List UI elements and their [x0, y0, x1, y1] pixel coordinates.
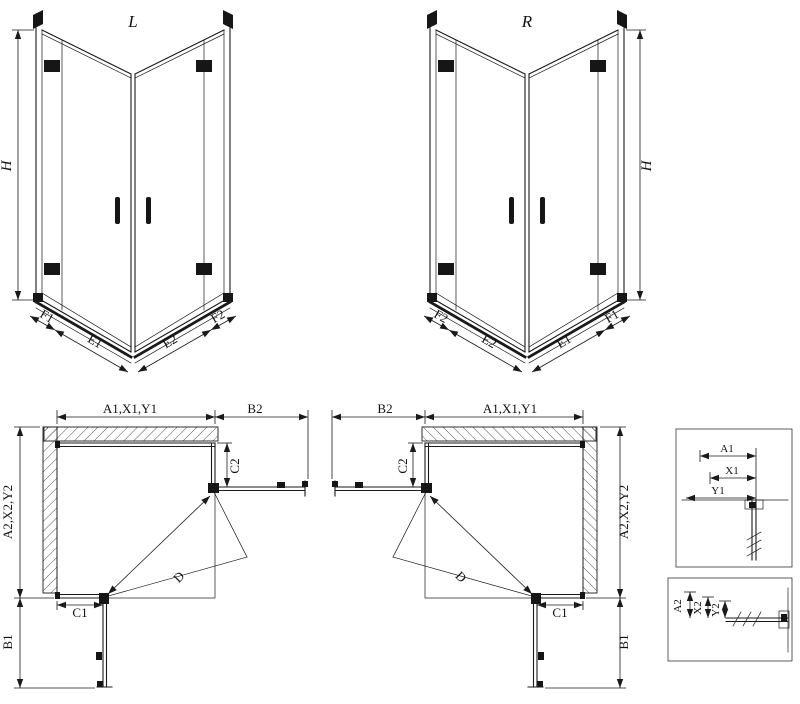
dim-label-h: H: [0, 159, 15, 172]
profile-bracket-icon: [744, 499, 764, 510]
dim-label-a2x2y2: A2,X2,Y2: [616, 485, 631, 539]
iso-enclosure-art-left: [30, 10, 236, 372]
profile-bracket-icon: [778, 610, 790, 629]
detail-dimension-lines: [684, 591, 731, 618]
detail-box-border: [675, 428, 793, 568]
wall-profile-section: [725, 587, 790, 653]
plan-view-right: B2 A1,X1,Y1 A2,X2,Y2 B1 C1 C2 D: [332, 401, 631, 688]
detail-view-bottom-profile: A2 X2 Y2: [667, 577, 793, 662]
dim-label-b1: B1: [0, 634, 15, 649]
iso-enclosure-art-right: [424, 10, 630, 372]
dim-label-b1: B1: [616, 634, 631, 649]
dim-label-c1: C1: [72, 605, 87, 620]
iso-view-right: R H F2 E2 E1 F1: [424, 10, 655, 372]
dim-label-f2: F2: [208, 306, 227, 326]
dim-label-a2x2y2: A2,X2,Y2: [0, 485, 15, 539]
profile-bracket-icon: [781, 614, 787, 621]
detail-dimension-lines: [686, 448, 757, 502]
dim-label-a1x1y1: A1,X1,Y1: [103, 401, 157, 416]
dim-label-b2: B2: [377, 401, 392, 416]
dim-label-e1: E1: [85, 331, 105, 351]
dim-label-c1: C1: [552, 605, 567, 620]
dim-label-d: D: [453, 568, 470, 585]
plan-art-left: [14, 410, 308, 688]
detail-box-border: [667, 577, 793, 662]
dim-label-a1x1y1: A1,X1,Y1: [483, 401, 537, 416]
plan-art-right: [332, 410, 626, 688]
wall-profile-section: [681, 499, 789, 561]
dim-label-x2: X2: [692, 601, 704, 614]
profile-bracket-icon: [749, 502, 756, 508]
view-label-l: L: [127, 12, 137, 31]
dim-label-x1: X1: [725, 465, 738, 477]
dim-label-f1: F1: [602, 306, 621, 326]
dim-label-e2: E2: [160, 331, 180, 351]
dim-label-b2: B2: [247, 401, 262, 416]
dim-label-a2: A2: [672, 599, 684, 612]
dim-label-d: D: [170, 568, 187, 585]
dim-label-y1: Y1: [711, 485, 724, 497]
dim-label-e1: E1: [554, 331, 574, 351]
dim-label-f1: F1: [38, 306, 57, 326]
dim-label-y2: Y2: [710, 603, 722, 616]
dim-label-h: H: [639, 159, 655, 172]
detail-view-top-profile: A1 X1 Y1: [675, 428, 793, 568]
dim-label-f2: F2: [432, 306, 451, 326]
view-label-r: R: [521, 12, 533, 31]
dim-label-a1: A1: [720, 443, 733, 455]
h-dimension-right: [626, 29, 646, 301]
dim-label-e2: E2: [479, 331, 499, 351]
plan-view-left: A1,X1,Y1 B2 A2,X2,Y2 B1 C1 C2 D: [0, 401, 308, 688]
dim-label-c2: C2: [227, 458, 242, 473]
iso-view-left: L H F1 E1 E2 F2: [0, 10, 236, 372]
h-dimension-left: [12, 29, 34, 301]
dim-label-c2: C2: [395, 458, 410, 473]
